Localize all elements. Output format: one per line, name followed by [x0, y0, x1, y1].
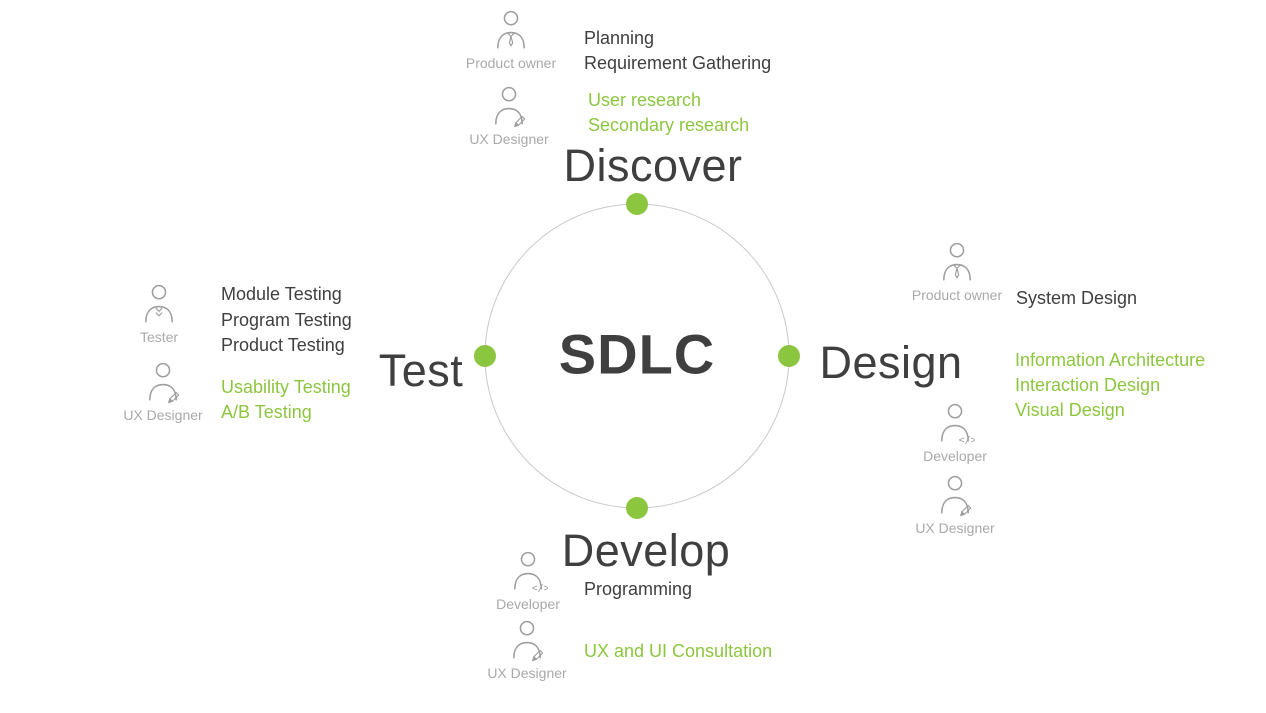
product-owner-icon [491, 8, 531, 52]
role-test-tester: Tester [99, 282, 219, 345]
role-label: Developer [496, 596, 560, 612]
discover-ux-designer-tasks: User research Secondary research [588, 88, 749, 138]
role-design-ux-designer: UX Designer [895, 473, 1015, 536]
tester-icon [139, 282, 179, 326]
task-line: Planning [584, 28, 655, 48]
role-label: Developer [923, 448, 987, 464]
role-label: Product owner [465, 55, 557, 71]
design-product-owner-tasks: System Design [1016, 286, 1137, 311]
role-discover-ux-designer: UX Designer [449, 84, 569, 147]
role-label: Product owner [911, 287, 1003, 303]
task-line: Program Testing [221, 309, 352, 330]
task-line: A/B Testing [221, 402, 312, 422]
develop-node-dot [626, 497, 648, 519]
developer-icon [935, 401, 975, 445]
role-label: UX Designer [915, 520, 995, 536]
phase-label-test: Test [378, 345, 464, 396]
ux-designer-icon [935, 473, 975, 517]
role-develop-developer: Developer [468, 549, 588, 612]
task-line: Interaction Design [1015, 375, 1161, 395]
task-line: Module Testing [221, 284, 342, 304]
test-ux-designer-tasks: Usability Testing A/B Testing [221, 375, 351, 425]
discover-product-owner-tasks: Planning Requirement Gathering [584, 26, 771, 76]
role-discover-product-owner: Product owner [451, 8, 571, 71]
phase-label-discover: Discover [563, 140, 743, 191]
role-develop-ux-designer: UX Designer [467, 618, 587, 681]
product-owner-icon [937, 240, 977, 284]
task-line: Programming [584, 579, 693, 599]
phase-label-design: Design [819, 337, 963, 388]
discover-node-dot [626, 193, 648, 215]
task-line: Visual Design [1015, 400, 1125, 420]
task-line: Usability Testing [221, 377, 351, 397]
phase-label-develop: Develop [561, 525, 731, 576]
center-title: SDLC [558, 322, 716, 386]
task-line: Secondary research [588, 115, 750, 135]
design-node-dot [778, 345, 800, 367]
task-line: Product Testing [221, 335, 345, 355]
test-tester-tasks: Module Testing Program Testing Product T… [221, 282, 352, 359]
task-line: User research [588, 90, 702, 110]
task-line: Requirement Gathering [584, 53, 772, 73]
role-design-developer: Developer [895, 401, 1015, 464]
ux-designer-icon [489, 84, 529, 128]
task-line: System Design [1016, 288, 1138, 308]
develop-ux-designer-tasks: UX and UI Consultation [584, 639, 772, 664]
role-label: Tester [139, 329, 179, 345]
role-test-ux-designer: UX Designer [103, 360, 223, 423]
test-node-dot [474, 345, 496, 367]
role-label: UX Designer [123, 407, 203, 423]
developer-icon [508, 549, 548, 593]
ux-designer-icon [507, 618, 547, 662]
ux-designer-icon [143, 360, 183, 404]
role-design-product-owner: Product owner [897, 240, 1017, 303]
design-green-tasks: Information Architecture Interaction Des… [1015, 348, 1205, 423]
role-label: UX Designer [469, 131, 549, 147]
role-label: UX Designer [487, 665, 567, 681]
task-line: Information Architecture [1015, 350, 1206, 370]
task-line: UX and UI Consultation [584, 641, 773, 661]
develop-developer-tasks: Programming [584, 577, 692, 602]
